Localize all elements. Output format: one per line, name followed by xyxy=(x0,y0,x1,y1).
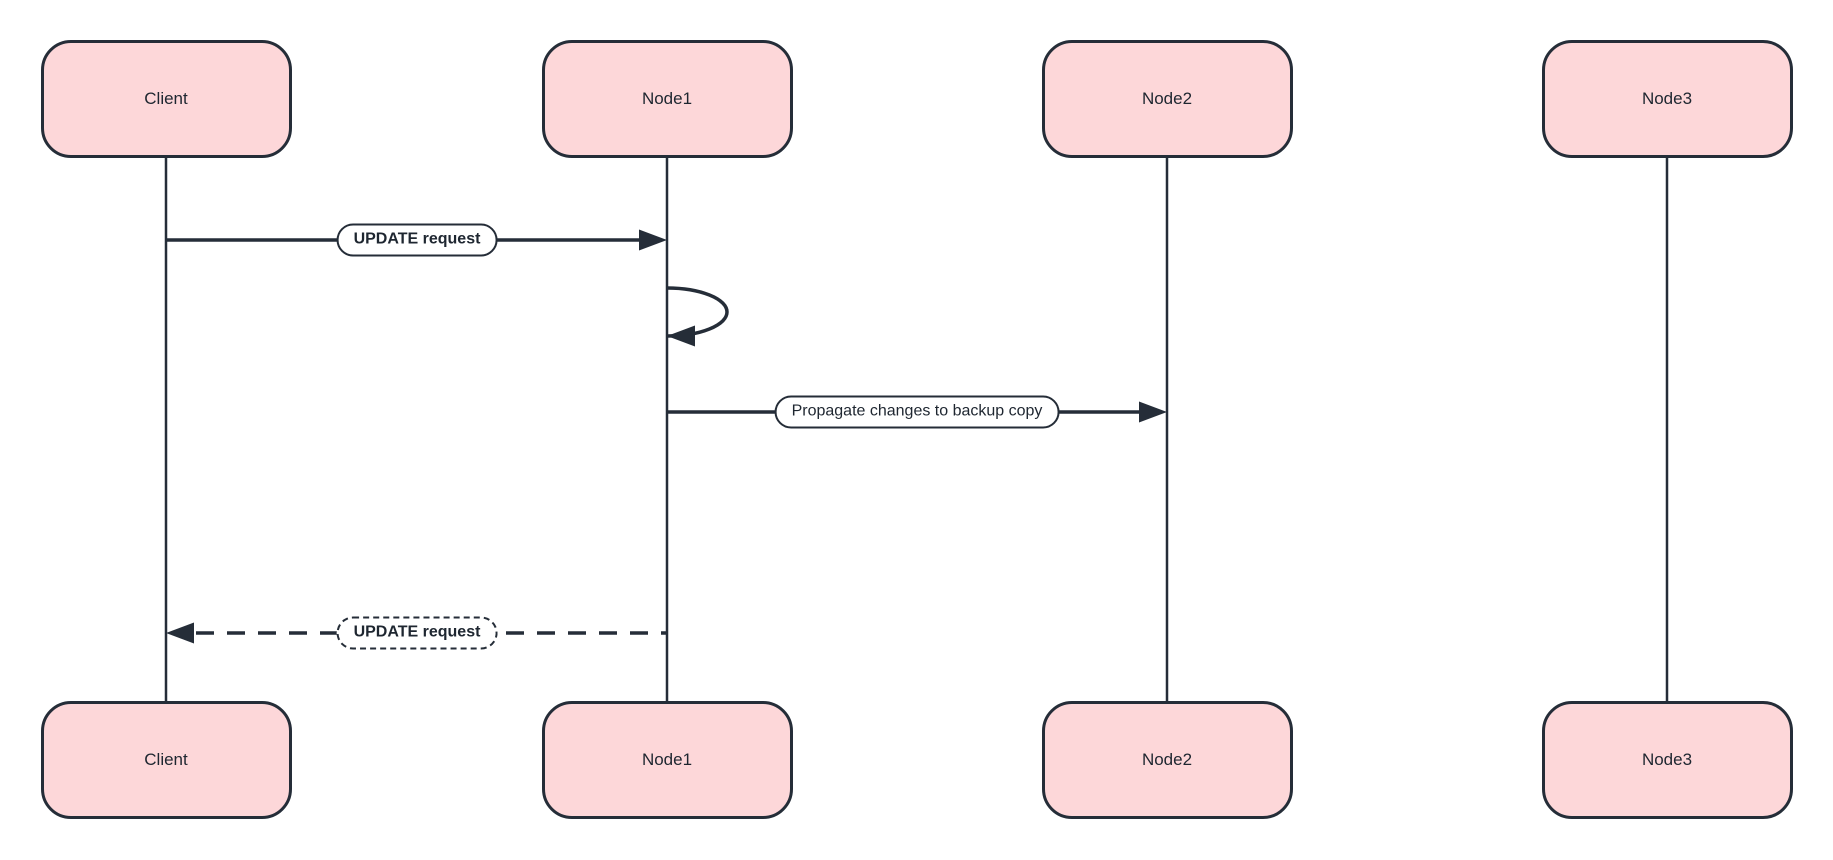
participant-box-client-top: Client xyxy=(40,40,292,158)
message-label-update-request-reply: UPDATE request xyxy=(336,616,498,650)
participant-box-node2-top: Node2 xyxy=(1041,40,1293,158)
participant-box-node1-top: Node1 xyxy=(541,40,793,158)
arrowhead-left xyxy=(667,325,695,347)
message-label-propagate-changes: Propagate changes to backup copy xyxy=(774,395,1060,429)
self-loop-arrow-node1 xyxy=(666,286,729,338)
participant-box-node3-bottom: Node3 xyxy=(1541,701,1793,819)
participant-label: Client xyxy=(144,750,188,769)
arrowhead-right xyxy=(639,229,667,251)
participant-label: Node1 xyxy=(641,89,693,108)
participant-label: Node3 xyxy=(1641,89,1693,108)
participant-box-node1-bottom: Node1 xyxy=(541,701,793,819)
arrowhead-right xyxy=(1139,401,1167,423)
participant-label: Client xyxy=(144,89,188,108)
participant-label: Node2 xyxy=(1141,750,1193,769)
participant-box-client-bottom: Client xyxy=(40,701,292,819)
arrowhead-left xyxy=(166,622,194,644)
participant-box-node3-top: Node3 xyxy=(1541,40,1793,158)
participant-box-node2-bottom: Node2 xyxy=(1041,701,1293,819)
message-label-update-request-1: UPDATE request xyxy=(336,223,498,257)
participant-label: Node2 xyxy=(1141,89,1193,108)
participant-label: Node1 xyxy=(641,750,693,769)
participant-label: Node3 xyxy=(1641,750,1693,769)
